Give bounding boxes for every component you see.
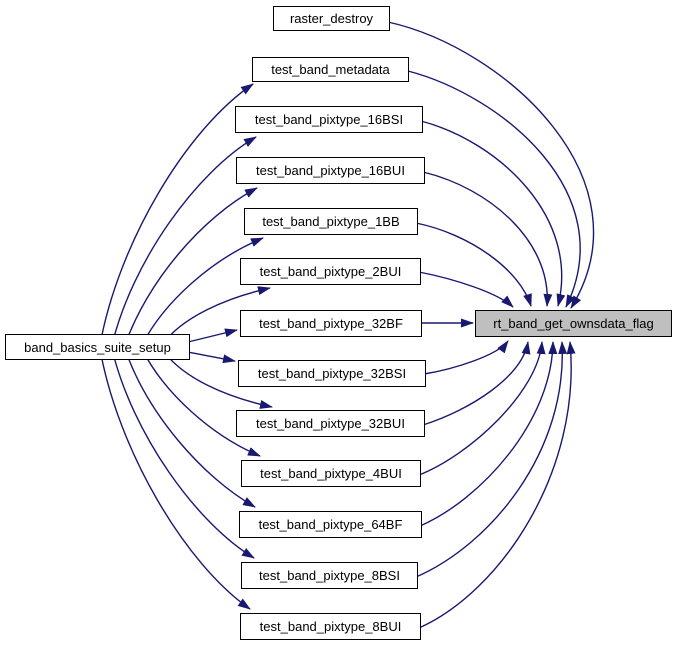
- node-test_band_pixtype_1BB[interactable]: test_band_pixtype_1BB: [244, 208, 418, 235]
- node-test_band_pixtype_8BSI[interactable]: test_band_pixtype_8BSI: [241, 562, 418, 589]
- edge-test_band_pixtype_4BUI-to-flag: [418, 341, 546, 476]
- edge-setup-to-test_band_metadata: [99, 83, 254, 346]
- edge-setup-to-test_band_pixtype_32BF: [187, 328, 238, 343]
- edge-test_band_pixtype_16BUI-to-flag: [422, 171, 553, 307]
- edge-test_band_pixtype_64BF-to-flag: [419, 341, 558, 527]
- edge-setup-to-test_band_pixtype_64BF: [124, 348, 256, 508]
- edge-setup-to-test_band_pixtype_8BSI: [111, 348, 255, 559]
- node-test_band_pixtype_16BUI[interactable]: test_band_pixtype_16BUI: [236, 157, 425, 184]
- node-test_band_metadata[interactable]: test_band_metadata: [252, 57, 409, 82]
- node-band_basics_suite_setup[interactable]: band_basics_suite_setup: [5, 334, 190, 360]
- edge-test_band_pixtype_2BUI-to-flag: [418, 271, 514, 308]
- node-test_band_pixtype_4BUI[interactable]: test_band_pixtype_4BUI: [241, 460, 421, 487]
- node-raster_destroy[interactable]: raster_destroy: [273, 6, 390, 31]
- edge-test_band_pixtype_32BUI-to-flag: [422, 341, 531, 426]
- node-test_band_pixtype_32BUI[interactable]: test_band_pixtype_32BUI: [236, 410, 425, 437]
- node-test_band_pixtype_8BUI[interactable]: test_band_pixtype_8BUI: [240, 613, 421, 640]
- node-test_band_pixtype_64BF[interactable]: test_band_pixtype_64BF: [239, 511, 422, 538]
- edge-test_band_pixtype_8BUI-to-flag: [418, 341, 576, 629]
- edge-test_band_pixtype_8BSI-to-flag: [415, 341, 568, 578]
- edge-raster_destroy-to-flag: [387, 21, 595, 309]
- edge-setup-to-test_band_pixtype_16BUI: [124, 187, 258, 346]
- node-test_band_pixtype_2BUI[interactable]: test_band_pixtype_2BUI: [240, 258, 421, 285]
- edge-test_band_pixtype_16BSI-to-flag: [420, 120, 566, 307]
- node-test_band_pixtype_32BF[interactable]: test_band_pixtype_32BF: [240, 310, 422, 337]
- edge-test_band_pixtype_1BB-to-flag: [415, 222, 532, 307]
- edge-setup-to-test_band_pixtype_16BSI: [111, 136, 257, 346]
- edge-setup-to-test_band_pixtype_4BUI: [141, 348, 261, 457]
- edge-setup-to-test_band_pixtype_32BSI: [187, 351, 236, 364]
- node-test_band_pixtype_16BSI[interactable]: test_band_pixtype_16BSI: [235, 106, 423, 133]
- edge-setup-to-test_band_pixtype_1BB: [141, 237, 264, 346]
- edge-test_band_metadata-to-flag: [407, 70, 581, 308]
- node-rt_band_get_ownsdata_flag[interactable]: rt_band_get_ownsdata_flag: [475, 310, 672, 337]
- edge-test_band_pixtype_32BSI-to-flag: [423, 340, 509, 375]
- edge-setup-to-test_band_pixtype_8BUI: [99, 348, 251, 610]
- node-test_band_pixtype_32BSI[interactable]: test_band_pixtype_32BSI: [238, 360, 426, 387]
